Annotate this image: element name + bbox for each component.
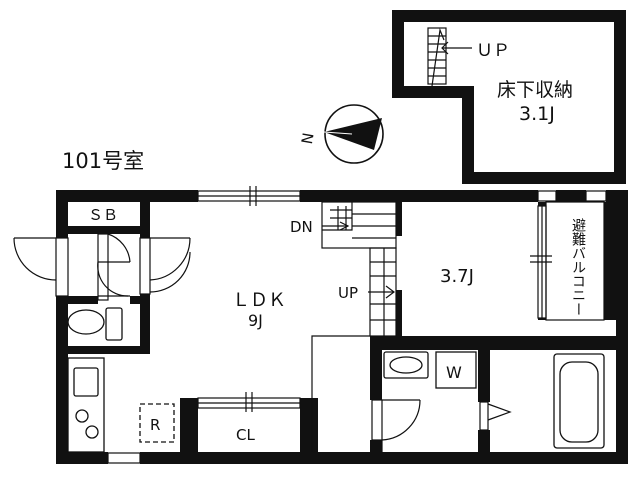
loft-plan: ＵＰ 床下収納 3.1J bbox=[392, 10, 626, 184]
washer-space: W bbox=[435, 351, 477, 389]
loft-room-label: 床下収納 bbox=[497, 79, 573, 101]
ldk-top-door-sweep bbox=[149, 251, 191, 293]
bedroom-size: 3.7J bbox=[440, 266, 474, 287]
sb-door bbox=[97, 233, 131, 301]
fridge-space: R bbox=[139, 403, 175, 443]
stair-up-label: UP bbox=[338, 284, 358, 302]
stair-down bbox=[321, 201, 397, 249]
unit-name: 101号室 bbox=[62, 149, 144, 173]
kitchen-counter bbox=[67, 357, 105, 453]
entrance-door bbox=[13, 237, 69, 297]
compass-icon: N bbox=[298, 104, 384, 164]
fridge-label: R bbox=[150, 416, 160, 434]
balcony-top-window bbox=[537, 190, 607, 202]
loft-outer-wall bbox=[392, 10, 626, 184]
balcony: 避難バルコニー bbox=[545, 201, 605, 321]
shoe-box-label: ＳＢ bbox=[88, 206, 118, 224]
washer-label: W bbox=[446, 363, 462, 382]
loft-up-label: ＵＰ bbox=[476, 41, 510, 61]
toilet-icon bbox=[67, 307, 123, 341]
stair-down-label: DN bbox=[290, 218, 313, 236]
bathtub-icon bbox=[553, 353, 605, 449]
bathroom-door bbox=[479, 401, 512, 431]
stair-up bbox=[368, 247, 397, 337]
loft-up-arrow-icon bbox=[441, 41, 472, 55]
wash-basin-icon bbox=[383, 351, 429, 379]
bottom-window bbox=[107, 452, 141, 464]
balcony-label: 避難バルコニー bbox=[570, 218, 586, 316]
outer-walls bbox=[56, 190, 628, 464]
compass-north-label: N bbox=[298, 131, 318, 145]
loft-ladder bbox=[427, 27, 447, 87]
ldk-size: 9J bbox=[248, 311, 263, 330]
balcony-sliding-door bbox=[530, 205, 552, 319]
ldk-entry-door bbox=[139, 237, 191, 295]
hall-partition bbox=[311, 335, 370, 452]
washroom-door bbox=[371, 399, 421, 452]
ldk-label: ＬＤＫ bbox=[232, 290, 286, 311]
loft-room-size: 3.1J bbox=[519, 103, 555, 125]
closet-doors bbox=[197, 392, 301, 412]
ldk-window bbox=[197, 186, 301, 206]
closet-label: CL bbox=[236, 426, 255, 444]
